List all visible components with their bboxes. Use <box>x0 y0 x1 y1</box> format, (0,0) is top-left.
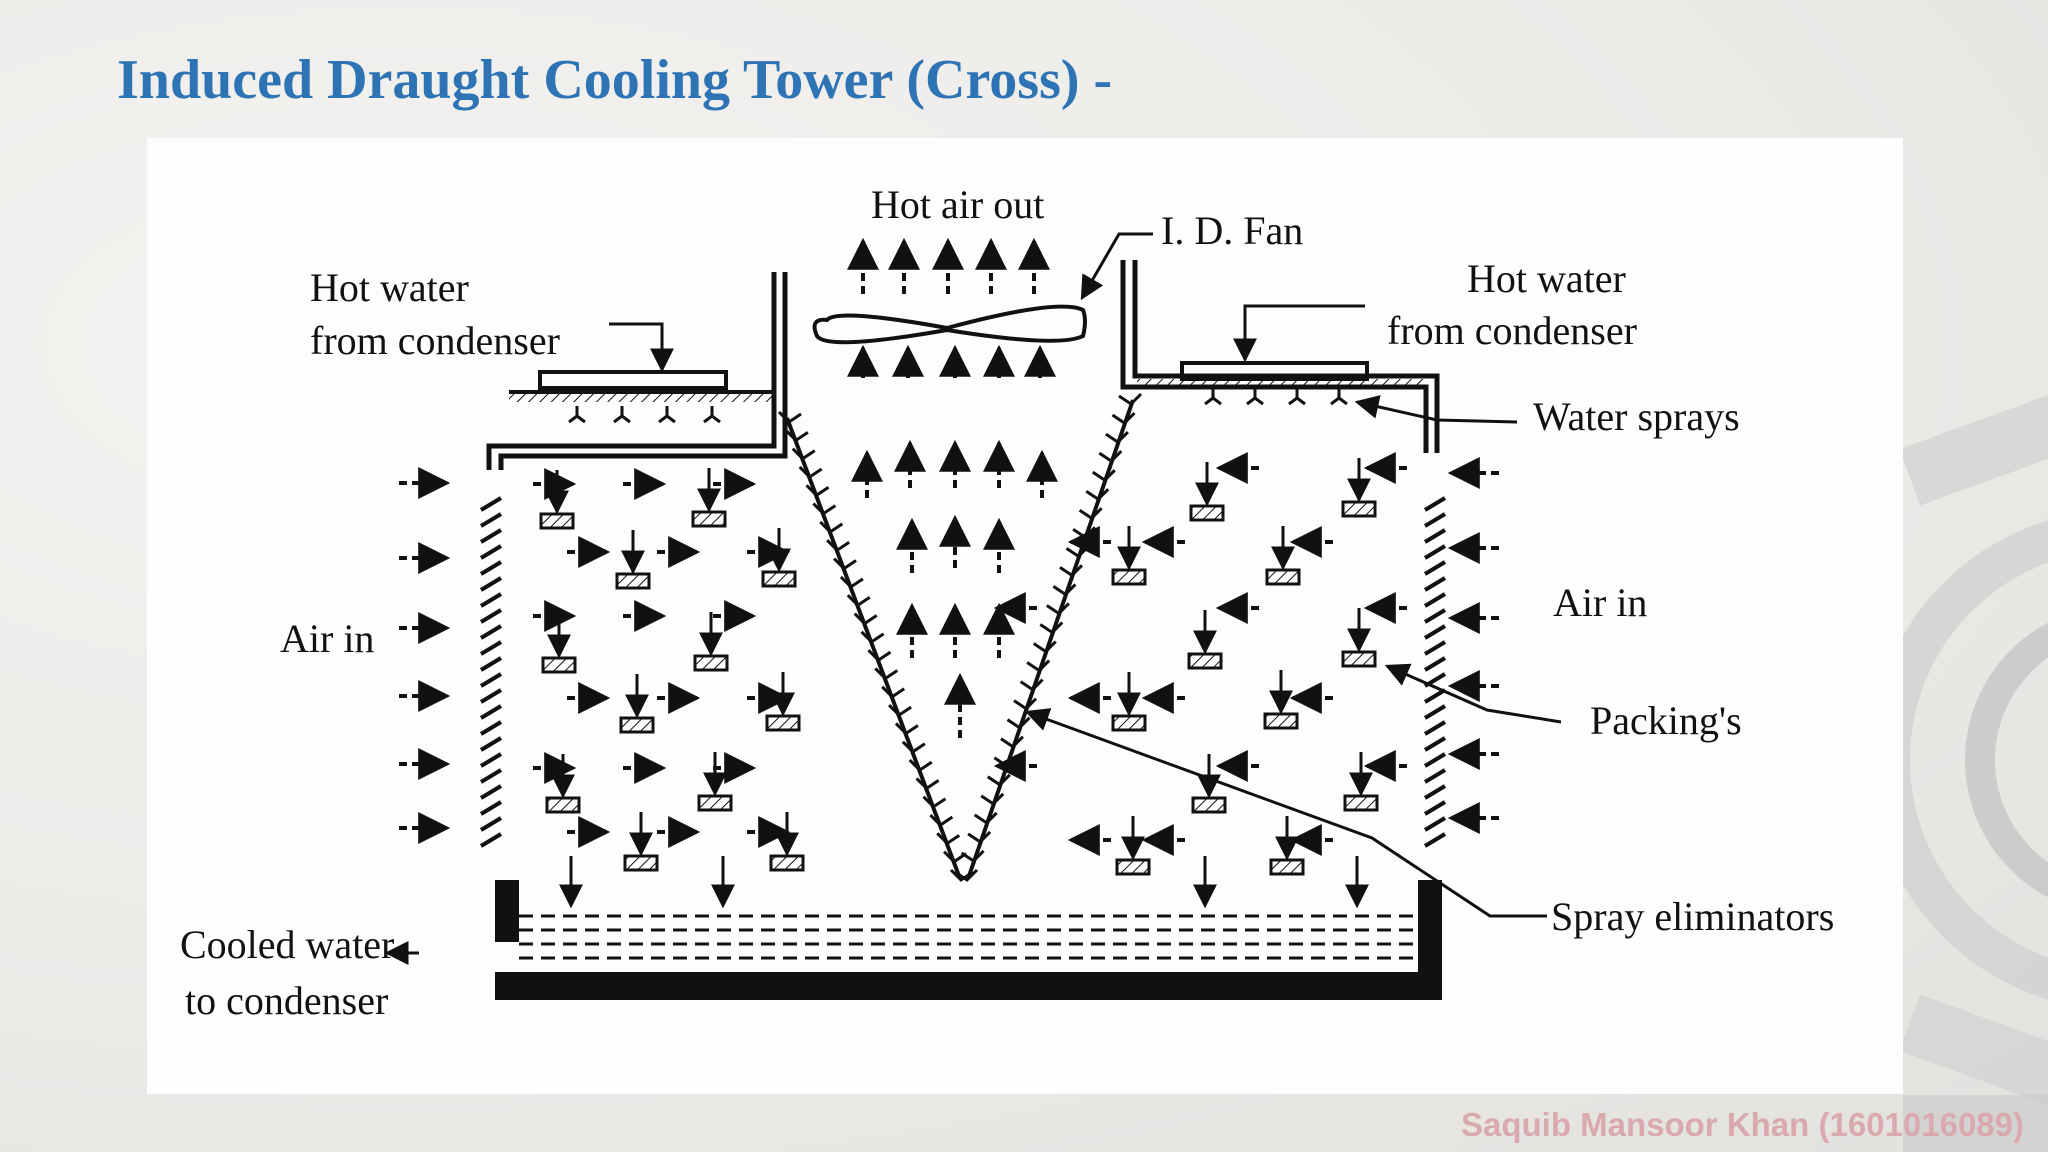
label-hot-water-left-2: from condenser <box>310 318 560 363</box>
label-cooled-water-2: to condenser <box>185 978 388 1023</box>
left-hot-water-trough <box>538 370 728 390</box>
eliminator-chevrons <box>777 392 1143 882</box>
footer-credit: Saquib Mansoor Khan (1601016089) <box>1460 1106 2024 1143</box>
air-in-arrows <box>399 452 1499 856</box>
label-hot-air-out: Hot air out <box>871 182 1044 227</box>
label-air-in-left: Air in <box>280 616 374 661</box>
left-tower-frame <box>486 272 788 470</box>
id-fan-icon <box>812 304 1087 345</box>
label-water-sprays: Water sprays <box>1533 394 1740 439</box>
label-cooled-water-1: Cooled water <box>180 922 394 967</box>
label-hot-water-right-1: Hot water <box>1467 256 1626 301</box>
water-spray-nozzles <box>568 388 1348 424</box>
hot-air-arrows <box>847 237 1058 738</box>
label-id-fan: I. D. Fan <box>1161 208 1303 253</box>
label-spray-eliminators: Spray eliminators <box>1551 894 1834 939</box>
spray-eliminators <box>785 399 1135 877</box>
diagram-panel: Hot air out I. D. Fan Hot water from con… <box>147 138 1903 1094</box>
label-packings: Packing's <box>1590 698 1742 743</box>
inlet-louvers <box>479 496 1447 848</box>
leader-lines <box>384 232 1562 965</box>
right-tower-frame <box>1120 260 1440 453</box>
cold-water-basin <box>495 880 1442 1000</box>
label-hot-water-left-1: Hot water <box>310 265 469 310</box>
label-hot-water-right-2: from condenser <box>1387 308 1637 353</box>
cooling-tower-diagram: Hot air out I. D. Fan Hot water from con… <box>180 182 1834 1023</box>
slide-title: Induced Draught Cooling Tower (Cross) - <box>117 49 1113 111</box>
label-air-in-right: Air in <box>1553 580 1647 625</box>
